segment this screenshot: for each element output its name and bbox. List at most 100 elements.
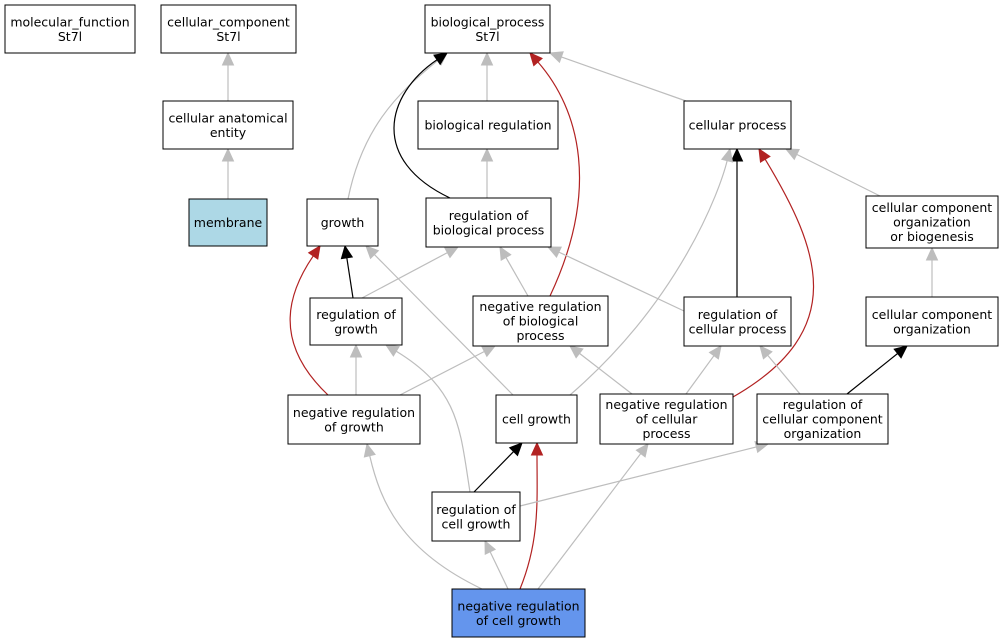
arrowhead-icon [784, 148, 800, 161]
term-label-line: cellular component [872, 200, 992, 215]
edge-line [395, 350, 471, 493]
term-box[interactable] [160, 4, 297, 54]
edge-negregcp-to-cellproc [732, 147, 814, 398]
term-node-cellgrowth[interactable]: cell growth [495, 394, 578, 444]
arrowhead-icon [384, 344, 400, 357]
term-label-line: regulation of [436, 502, 516, 517]
term-label-line: membrane [194, 215, 263, 230]
term-label-line: negative regulation [605, 397, 727, 412]
edge-ccob-to-cellproc [784, 148, 881, 197]
term-box[interactable] [162, 100, 294, 150]
term-node-biolreg[interactable]: biological regulation [417, 100, 559, 150]
term-label-line: cellular_component [167, 14, 290, 29]
term-box[interactable] [309, 297, 403, 346]
term-box[interactable] [865, 195, 999, 249]
term-label-line: process [642, 426, 690, 441]
term-node-cellproc[interactable]: cellular process [683, 100, 792, 150]
term-box[interactable] [306, 198, 379, 247]
term-box[interactable] [431, 491, 521, 542]
edge-line [473, 451, 515, 493]
term-label-line: regulation of [449, 208, 529, 223]
edge-negreggrowth-to-reggrowth [349, 343, 363, 395]
term-label-line: cellular anatomical [168, 110, 287, 125]
edge-line [732, 158, 814, 398]
term-box[interactable] [417, 100, 559, 150]
arrowhead-icon [221, 51, 235, 66]
term-box[interactable] [424, 4, 551, 54]
term-box[interactable] [495, 394, 578, 444]
edge-line [579, 352, 633, 395]
term-label-line: negative regulation [457, 598, 579, 613]
arrowhead-icon [635, 443, 649, 458]
edge-cellgrowth-to-cellproc [569, 147, 734, 396]
term-box[interactable] [683, 296, 792, 347]
edge-negregcellgrowth-to-cellgrowth [519, 441, 544, 590]
edge-line [846, 353, 899, 395]
arrowhead-icon [530, 441, 544, 456]
term-label-line: biological regulation [424, 118, 551, 133]
arrowhead-icon [433, 52, 448, 66]
term-label-line: of biological [503, 314, 579, 329]
arrowhead-icon [925, 246, 939, 261]
edge-line [537, 453, 642, 590]
arrowhead-icon [481, 345, 497, 358]
arrowhead-icon [708, 345, 722, 360]
edge-regcellgrowth-to-reggrowth [384, 344, 471, 493]
term-box[interactable] [683, 100, 792, 150]
edge-line [569, 160, 728, 396]
arrowhead-icon [546, 246, 562, 259]
term-box[interactable] [599, 393, 734, 445]
edge-regcco-to-cco [846, 345, 908, 395]
term-label-line: growth [334, 321, 378, 336]
term-node-growth[interactable]: growth [306, 198, 379, 247]
term-box[interactable] [756, 393, 889, 445]
term-box[interactable] [451, 588, 586, 638]
edge-negregcellgrowth-to-regcellgrowth [484, 539, 509, 590]
term-label-line: St7l [475, 29, 499, 44]
edge-cellgrowth-to-growth [365, 245, 514, 396]
term-label-line: growth [321, 215, 365, 230]
term-box[interactable] [865, 296, 999, 347]
edges-layer [221, 51, 939, 590]
edge-negregbp-to-bp [529, 52, 581, 297]
edge-regbp-to-bp [393, 52, 451, 199]
edge-negreggrowth-to-growth [289, 245, 329, 396]
term-box[interactable] [188, 198, 268, 247]
edge-line [558, 251, 685, 312]
edge-line [796, 153, 881, 197]
term-node-mem[interactable]: membrane [188, 198, 268, 247]
term-box[interactable] [425, 197, 552, 248]
edge-line [369, 455, 483, 590]
term-label-line: cellular component [762, 412, 882, 427]
term-box[interactable] [4, 4, 136, 54]
edge-line [489, 551, 509, 590]
term-label-line: regulation of [316, 307, 396, 322]
arrowhead-icon [365, 245, 380, 260]
term-label-line: negative regulation [479, 299, 601, 314]
term-box[interactable] [287, 394, 421, 445]
arrowhead-icon [759, 345, 773, 360]
term-label-line: process [516, 328, 564, 343]
term-label-line: regulation of [698, 307, 778, 322]
term-box[interactable] [472, 295, 609, 347]
arrowhead-icon [720, 147, 734, 163]
edge-biolreg-to-bp [480, 51, 494, 101]
edge-line [561, 56, 687, 102]
term-label-line: organization [784, 426, 862, 441]
